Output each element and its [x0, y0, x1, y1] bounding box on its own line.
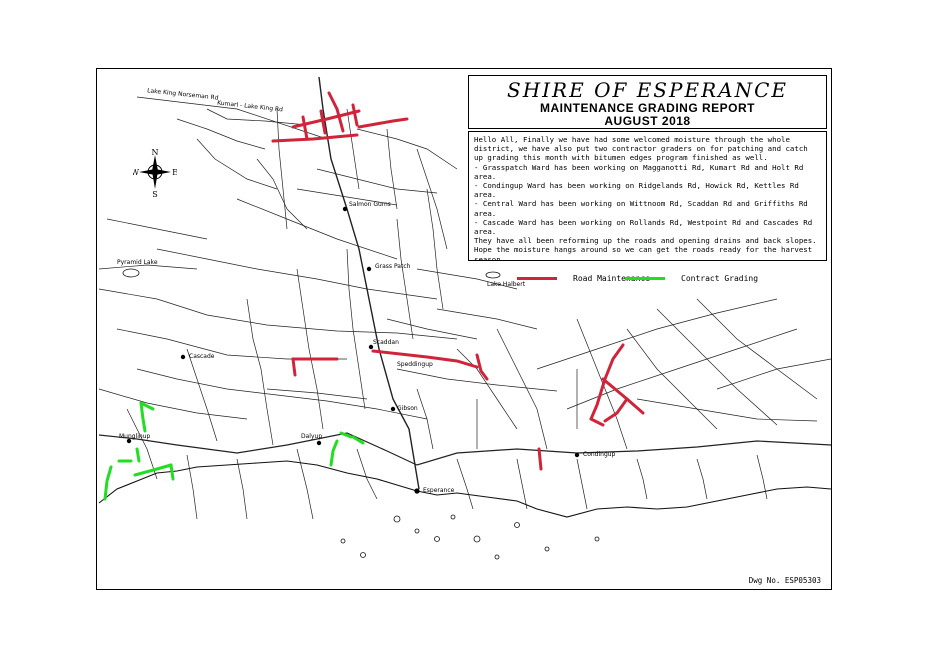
pyramid-lake-shape	[122, 268, 140, 278]
drawing-number: Dwg No. ESP05303	[748, 576, 821, 585]
note-paragraph: Hello All, Finally we have had some welc…	[474, 135, 808, 163]
lake-halbert-shape	[485, 271, 501, 279]
coastline	[98, 460, 831, 518]
place-munglinup: Munglinup	[119, 433, 151, 440]
report-date: AUGUST 2018	[604, 114, 691, 128]
place-esperance: Esperance	[423, 487, 455, 494]
title-block: SHIRE OF ESPERANCE MAINTENANCE GRADING R…	[468, 75, 827, 129]
legend-contract-grading-label: Contract Grading	[681, 274, 759, 283]
place-grass-patch: Grass Patch	[375, 263, 411, 270]
islands	[340, 514, 600, 560]
map-frame: N E S W Salmon Gums Pyramid Lake Lake Ha…	[96, 68, 832, 590]
district-map	[98, 76, 831, 560]
note-paragraph: - Cascade Ward has been working on Rolla…	[474, 217, 813, 237]
place-lake-halbert: Lake Halbert	[487, 281, 526, 288]
note-paragraph: - Central Ward has been working on Wittn…	[474, 199, 808, 218]
compass-icon: N E S W	[133, 149, 177, 197]
legend-red-swatch	[517, 277, 557, 280]
town-markers	[126, 206, 580, 494]
place-cascade: Cascade	[189, 353, 215, 360]
place-speddingup: Speddingup	[397, 361, 433, 368]
legend-road-maintenance: Road Maintenance	[517, 273, 650, 285]
compass-north-label: N	[152, 149, 159, 157]
report-notes: Hello All, Finally we have had some welc…	[468, 131, 827, 261]
compass-south-label: S	[152, 190, 157, 197]
road-network	[98, 76, 831, 520]
compass-west-label: W	[133, 168, 140, 177]
road-maintenance-segments	[271, 91, 645, 471]
report-title: SHIRE OF ESPERANCE	[507, 78, 788, 102]
legend-green-swatch	[625, 277, 665, 280]
report-subtitle: MAINTENANCE GRADING REPORT	[539, 101, 755, 115]
note-paragraph: - Condingup Ward has been working on Rid…	[474, 181, 799, 200]
legend-contract-grading: Contract Grading	[625, 273, 758, 285]
place-pyramid-lake: Pyramid Lake	[117, 259, 158, 266]
place-scaddan: Scaddan	[373, 339, 399, 346]
place-gibson: Gibson	[397, 405, 418, 412]
compass-east-label: E	[172, 168, 177, 177]
place-dalyup: Dalyup	[301, 433, 323, 440]
place-salmon-gums: Salmon Gums	[349, 201, 391, 208]
legend-road-maintenance-label: Road Maintenance	[573, 274, 651, 283]
note-paragraph: They have all been reforming up the road…	[474, 236, 817, 261]
place-condingup: Condingup	[583, 451, 616, 458]
note-paragraph: - Grasspatch Ward has been working on Ma…	[474, 162, 804, 181]
contract-grading-segments	[103, 401, 365, 501]
